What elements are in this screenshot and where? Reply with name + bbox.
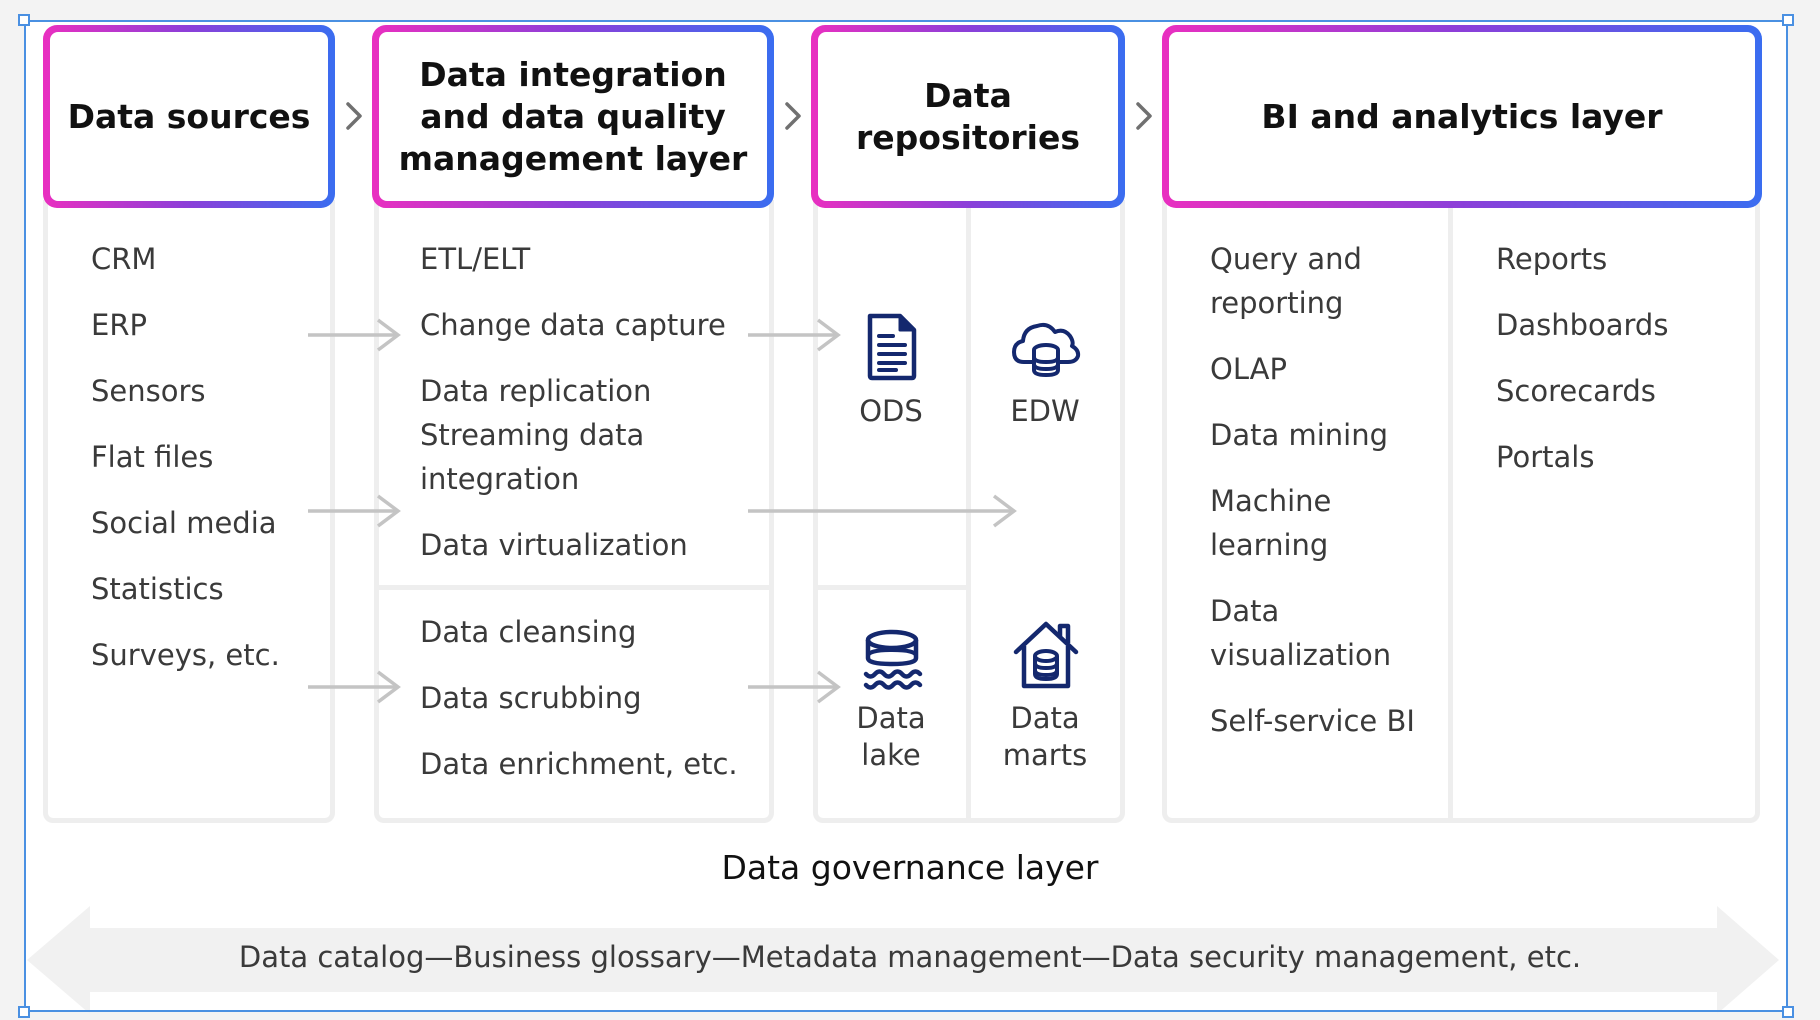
source-item: Social media xyxy=(91,506,277,540)
bi-technique-item: OLAP xyxy=(1210,352,1287,386)
governance-double-arrow xyxy=(27,906,1779,1014)
resize-handle-top-left[interactable] xyxy=(18,14,30,26)
bi-output-item: Dashboards xyxy=(1496,308,1669,342)
flow-arrow-sources-to-quality xyxy=(308,670,401,704)
resize-handle-bottom-right[interactable] xyxy=(1782,1006,1794,1018)
integration-item: Streaming data integration xyxy=(420,418,645,496)
bi-output-item: Portals xyxy=(1496,440,1595,474)
bi-technique-item: Self-service BI xyxy=(1210,704,1415,738)
integration-item: Change data capture xyxy=(420,308,726,342)
flow-arrow-integration-to-ods xyxy=(748,318,841,352)
bi-analytics-column xyxy=(1162,200,1760,823)
bi-center-divider xyxy=(1448,200,1453,818)
source-item: Sensors xyxy=(91,374,206,408)
integration-item: Data virtualization xyxy=(420,528,688,562)
house-database-icon xyxy=(1013,621,1079,689)
flow-arrow-quality-to-lake xyxy=(748,670,841,704)
data-sources-title: Data sources xyxy=(50,32,328,201)
governance-title: Data governance layer xyxy=(721,848,1099,887)
integration-item: Data replication xyxy=(420,374,652,408)
integration-column xyxy=(374,200,774,823)
integration-title: Data integration and data quality manage… xyxy=(379,32,767,201)
bi-analytics-header: BI and analytics layer xyxy=(1162,25,1762,208)
repositories-title: Data repositories xyxy=(818,32,1118,201)
cloud-database-icon xyxy=(1012,322,1081,378)
resize-handle-bottom-left[interactable] xyxy=(18,1006,30,1018)
integration-quality-divider xyxy=(379,585,769,590)
resize-handle-top-right[interactable] xyxy=(1782,14,1794,26)
data-sources-header: Data sources xyxy=(43,25,335,208)
edw-label: EDW xyxy=(1010,394,1080,428)
bi-output-item: Reports xyxy=(1496,242,1608,276)
repositories-center-divider xyxy=(966,200,971,818)
quality-item: Data enrichment, etc. xyxy=(420,747,738,781)
repositories-header: Data repositories xyxy=(811,25,1125,208)
governance-components: Data catalog—Business glossary—Metadata … xyxy=(238,940,1582,974)
data-sources-column xyxy=(43,200,335,823)
source-item: Flat files xyxy=(91,440,214,474)
repositories-left-divider xyxy=(818,585,968,590)
bi-technique-item: Data mining xyxy=(1210,418,1388,452)
database-water-icon xyxy=(863,629,923,690)
quality-item: Data cleansing xyxy=(420,615,637,649)
flow-arrow-integration-to-edw xyxy=(748,494,1017,528)
data-marts-label: Data marts xyxy=(1002,701,1088,772)
bi-analytics-title: BI and analytics layer xyxy=(1169,32,1755,201)
source-item: ERP xyxy=(91,308,147,342)
flow-arrow-sources-to-integration xyxy=(308,494,401,528)
bi-technique-item: Machine learning xyxy=(1210,484,1332,562)
chevron-right-icon xyxy=(346,102,362,130)
document-icon xyxy=(867,313,917,381)
quality-item: Data scrubbing xyxy=(420,681,642,715)
chevron-right-icon xyxy=(1136,102,1152,130)
bi-technique-item: Query and reporting xyxy=(1210,242,1362,320)
source-item: Statistics xyxy=(91,572,224,606)
integration-header: Data integration and data quality manage… xyxy=(372,25,774,208)
integration-item: ETL/ELT xyxy=(420,242,531,276)
source-item: Surveys, etc. xyxy=(91,638,280,672)
bi-technique-item: Data visualization xyxy=(1210,594,1392,672)
flow-arrow-sources-to-integration xyxy=(308,318,401,352)
bi-output-item: Scorecards xyxy=(1496,374,1656,408)
chevron-right-icon xyxy=(785,102,801,130)
ods-label: ODS xyxy=(859,394,923,428)
source-item: CRM xyxy=(91,242,157,276)
data-lake-label: Data lake xyxy=(856,701,926,772)
